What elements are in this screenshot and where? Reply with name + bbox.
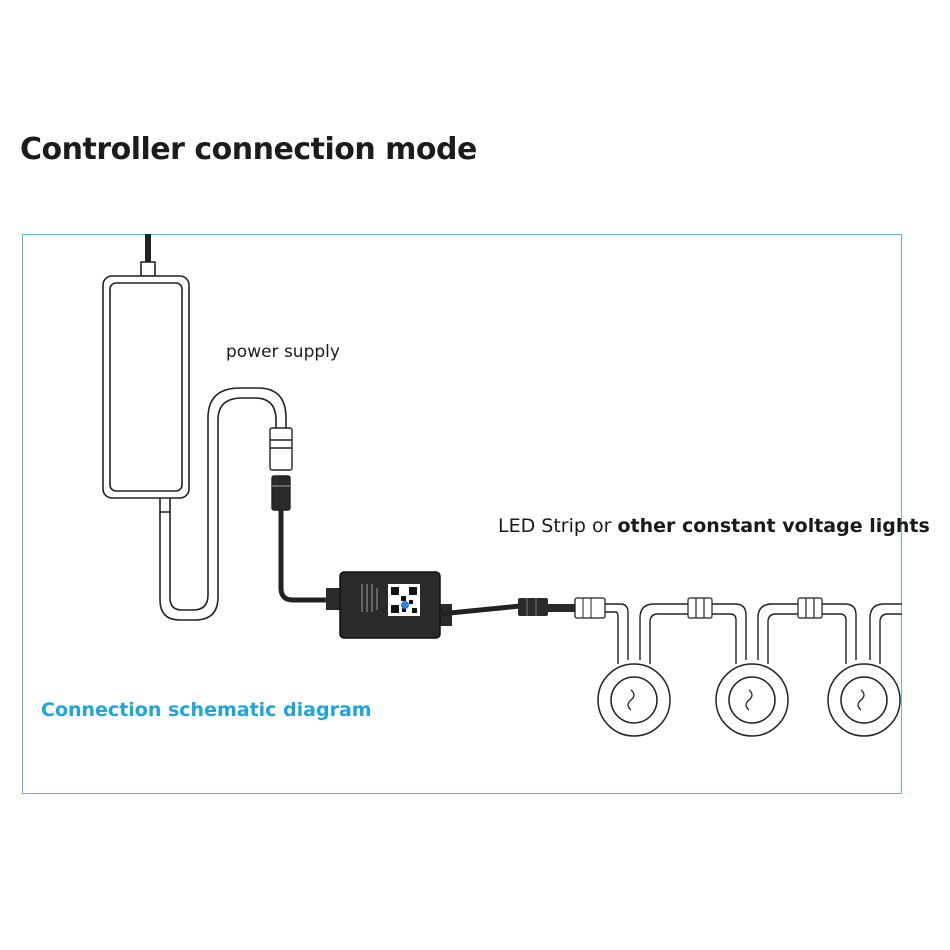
connector-icon [269,427,293,511]
controller-input-cable [278,510,336,603]
light-wiring [605,603,902,664]
controller-box-icon [326,571,452,639]
led-label-suffix: other constant voltage lights [617,515,930,537]
diagram-frame [22,234,902,794]
light-fixture-icon [827,663,901,737]
qr-code-icon [388,584,420,616]
page-title: Controller connection mode [20,132,477,167]
power-cable [159,387,287,621]
light-fixture-icon [715,663,789,737]
led-lights-label: LED Strip or other constant voltage ligh… [498,515,930,537]
power-supply-icon [102,234,190,513]
controller-output-cable [439,603,521,617]
light-fixture-icon [597,663,671,737]
connector-icon [687,597,823,619]
led-label-prefix: LED Strip or [498,515,618,537]
power-supply-label: power supply [226,342,340,362]
diagram-caption: Connection schematic diagram [41,699,372,721]
connector-icon [518,597,606,619]
